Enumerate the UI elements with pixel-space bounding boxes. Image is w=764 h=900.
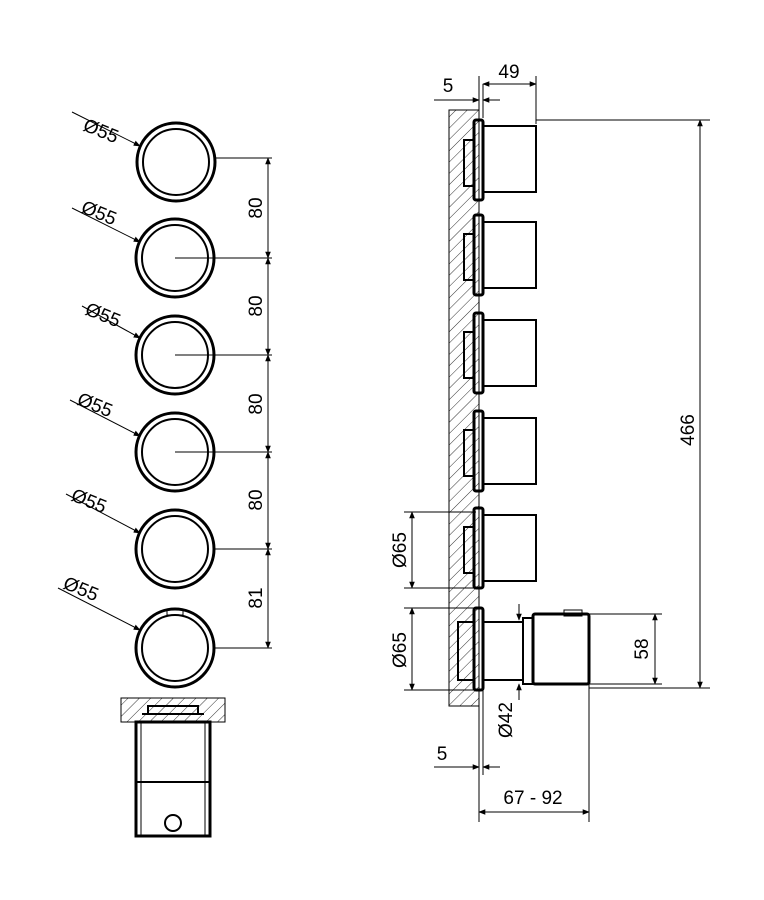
front-spacing-dimensions: 80 80 80 80 81 xyxy=(246,157,271,649)
depth-label: 49 xyxy=(498,62,519,83)
spacing-label-1: 80 xyxy=(246,197,267,218)
front-knob-6: Ø55 xyxy=(57,573,216,689)
bottom-plate-label: 5 xyxy=(437,744,448,765)
side-cartridge-5 xyxy=(463,506,537,590)
body-height-label: 58 xyxy=(632,638,653,659)
side-cartridge-4 xyxy=(463,409,537,493)
diameter-label-3: Ø55 xyxy=(82,299,123,332)
base-diameter-dimension: Ø65 xyxy=(390,607,476,691)
pipe-diameter-label: Ø42 xyxy=(496,702,517,738)
front-knob-1: Ø55 xyxy=(71,111,217,203)
diameter-label-4: Ø55 xyxy=(74,389,115,422)
front-knob-4: Ø55 xyxy=(69,389,216,493)
spacing-label-4: 80 xyxy=(246,489,267,510)
spacing-label-3: 80 xyxy=(246,393,267,414)
side-diverter-assembly xyxy=(457,606,591,692)
side-cartridge-3 xyxy=(463,311,537,395)
height-label: 466 xyxy=(678,414,699,446)
side-bottom-dimensions: 5 67 - 92 xyxy=(434,684,590,822)
cartridge-diameter-label: Ø65 xyxy=(390,532,411,568)
spacing-label-2: 80 xyxy=(246,295,267,316)
bottom-view xyxy=(120,697,226,838)
front-knob-2: Ø55 xyxy=(71,197,216,299)
base-diameter-label: Ø65 xyxy=(390,632,411,668)
pipe-diameter-dimension: Ø42 xyxy=(496,604,522,738)
front-knob-5: Ø55 xyxy=(65,485,216,590)
side-view: 49 5 466 58 Ø65 xyxy=(390,62,710,822)
wall-section xyxy=(448,109,480,707)
front-knob-3: Ø55 xyxy=(81,299,216,396)
range-label: 67 - 92 xyxy=(503,788,562,809)
diameter-label-2: Ø55 xyxy=(78,197,119,230)
diameter-label-1: Ø55 xyxy=(80,115,121,148)
cartridge-diameter-dimension: Ø65 xyxy=(390,511,476,589)
side-cartridge-2 xyxy=(463,213,537,297)
height-dimension: 466 xyxy=(536,119,710,689)
plate-thickness-label: 5 xyxy=(443,76,454,97)
side-top-dimensions: 49 5 xyxy=(434,62,537,124)
diameter-label-5: Ø55 xyxy=(68,485,109,518)
side-cartridges xyxy=(463,118,537,590)
body-height-dimension: 58 xyxy=(589,613,662,685)
diameter-label-6: Ø55 xyxy=(60,573,101,606)
spacing-label-5: 81 xyxy=(246,587,267,608)
side-cartridge-1 xyxy=(463,118,537,202)
front-view: Ø55 Ø55 Ø55 Ø55 Ø55 xyxy=(57,111,272,838)
